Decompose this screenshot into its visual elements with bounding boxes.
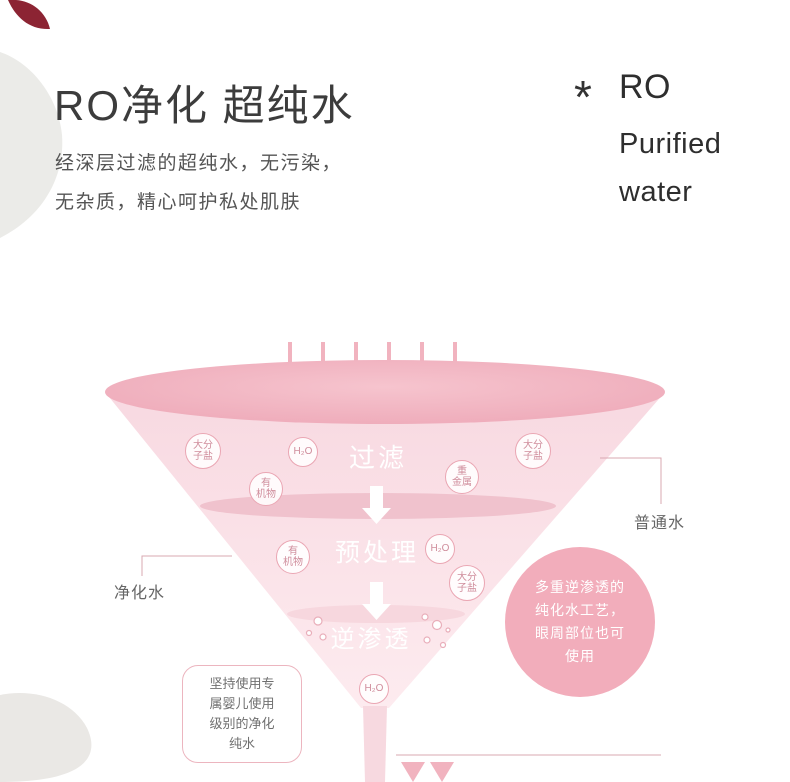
decor-gray-blob-bottom-left	[0, 693, 92, 782]
funnel-rim	[105, 360, 665, 424]
molecule-text: 有	[261, 477, 271, 489]
stage-label-filter: 过滤	[348, 443, 407, 473]
stage-label-pretreatment: 预处理	[334, 539, 419, 567]
molecule-text: H₂O	[293, 446, 313, 458]
bubbles	[305, 613, 451, 649]
molecule-text: H₂O	[364, 683, 384, 695]
page-title: RO净化 超纯水	[54, 82, 355, 129]
molecule-text: 重	[457, 465, 467, 477]
funnel-spout	[363, 706, 387, 782]
molecule-text: 子盐	[193, 451, 213, 462]
molecule-text: 机物	[283, 557, 303, 568]
circle-note-reverse-osmosis: 多重逆渗透的 纯化水工艺， 眼周部位也可 使用	[505, 547, 655, 697]
molecule-text: 大分	[523, 439, 543, 451]
decor-gray-blob-top-left	[0, 52, 63, 238]
molecule-h2o: H₂O	[359, 674, 389, 704]
molecule-text: H₂O	[430, 543, 450, 555]
flow-arrows	[362, 486, 391, 620]
note-box-baby-grade-water: 坚持使用专 属婴儿使用 级别的净化 纯水	[182, 665, 302, 763]
molecule-text: 机物	[256, 489, 276, 500]
molecule-h2o: H₂O	[425, 534, 455, 564]
molecule-text: 子盐	[523, 451, 543, 462]
molecule-text: 大分	[193, 439, 213, 451]
molecule-text: 金属	[452, 477, 472, 488]
molecule-macro-salt: 大分 子盐	[515, 433, 551, 469]
note-box-text: 坚持使用专 属婴儿使用 级别的净化 纯水	[209, 675, 275, 752]
molecule-macro-salt: 大分 子盐	[449, 565, 485, 601]
molecule-h2o: H₂O	[288, 437, 318, 467]
funnel-cone	[105, 392, 665, 708]
english-title-water: water	[619, 176, 693, 208]
callout-line-purified-water	[141, 555, 232, 576]
decor-red-petal	[8, 0, 50, 30]
molecule-heavy-metal: 重 金属	[445, 460, 479, 494]
stage-label-reverse-osmosis: 逆渗透	[330, 626, 412, 653]
molecule-text: 子盐	[457, 583, 477, 594]
label-purified-water: 净化水	[114, 585, 166, 602]
english-title-purified: Purified	[619, 128, 722, 160]
subtitle-line-1: 经深层过滤的超纯水，无污染，	[55, 153, 343, 174]
molecule-text: 大分	[457, 571, 477, 583]
flow-arrow-2	[362, 582, 391, 620]
circle-note-text: 多重逆渗透的 纯化水工艺， 眼周部位也可 使用	[535, 578, 625, 665]
molecule-organic: 有 机物	[276, 540, 310, 574]
asterisk-mark: *	[574, 71, 592, 123]
molecule-organic: 有 机物	[249, 472, 283, 506]
callout-line-ordinary-water	[600, 457, 662, 504]
label-ordinary-water: 普通水	[634, 515, 686, 532]
flow-arrow-1	[362, 486, 391, 524]
bottom-arrows	[401, 762, 454, 782]
molecule-macro-salt: 大分 子盐	[185, 433, 221, 469]
english-title-ro: RO	[619, 68, 671, 106]
molecule-text: 有	[288, 545, 298, 557]
subtitle-line-2: 无杂质，精心呵护私处肌肤	[55, 192, 302, 213]
